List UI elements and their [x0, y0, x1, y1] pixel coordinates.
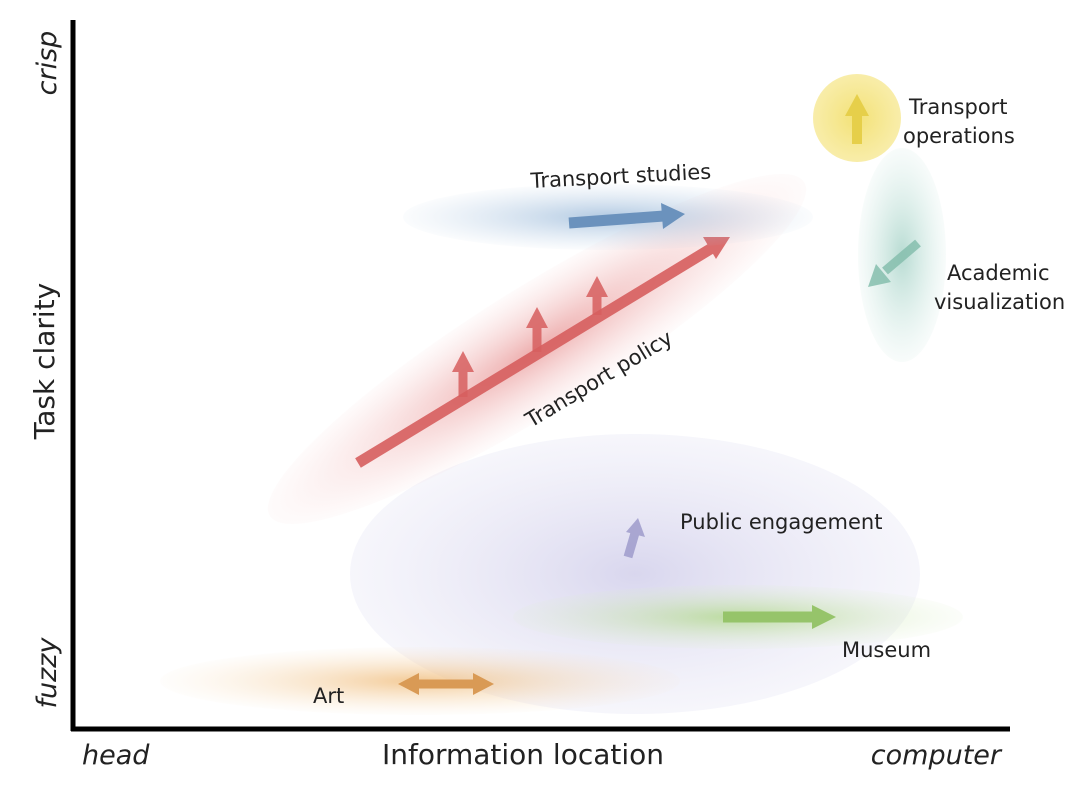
- x-axis-right-label: computer: [871, 740, 1003, 771]
- public-engagement-label: Public engagement: [680, 510, 882, 534]
- x-axis-left-label: head: [82, 740, 150, 771]
- transport-operations-label-line-1: Transport: [908, 95, 1008, 119]
- y-axis-title: Task clarity: [28, 283, 61, 441]
- axes: [70, 20, 1010, 732]
- transport-studies-arrow: [568, 203, 685, 229]
- region-transport-studies: Transport studies: [403, 160, 813, 250]
- academic-visualization-arrow: [868, 239, 921, 287]
- region-academic-visualization: Academic visualization: [858, 148, 1065, 362]
- region-museum: Museum: [513, 585, 963, 662]
- art-arrow: [398, 673, 494, 695]
- transport-policy-up-arrow-3: [586, 276, 608, 315]
- art-label: Art: [313, 684, 344, 708]
- academic-visualization-label-line-2: visualization: [934, 290, 1065, 314]
- museum-arrow: [723, 605, 836, 629]
- academic-visualization-label-line-1: Academic: [947, 261, 1050, 285]
- museum-label: Museum: [842, 638, 931, 662]
- public-engagement-arrow: [623, 518, 645, 559]
- region-art: Art: [160, 647, 680, 715]
- y-axis-top-label: crisp: [32, 31, 63, 96]
- transport-policy-up-arrow-2: [526, 307, 548, 352]
- x-axis-title: Information location: [382, 738, 664, 771]
- transport-policy-main-arrow: [355, 237, 730, 468]
- y-axis-bottom-label: fuzzy: [32, 637, 63, 709]
- transport-policy-up-arrow-1: [452, 351, 474, 397]
- transport-operations-arrow: [845, 94, 869, 144]
- transport-operations-label-line-2: operations: [903, 124, 1015, 148]
- region-transport-operations: Transport operations: [813, 74, 1015, 162]
